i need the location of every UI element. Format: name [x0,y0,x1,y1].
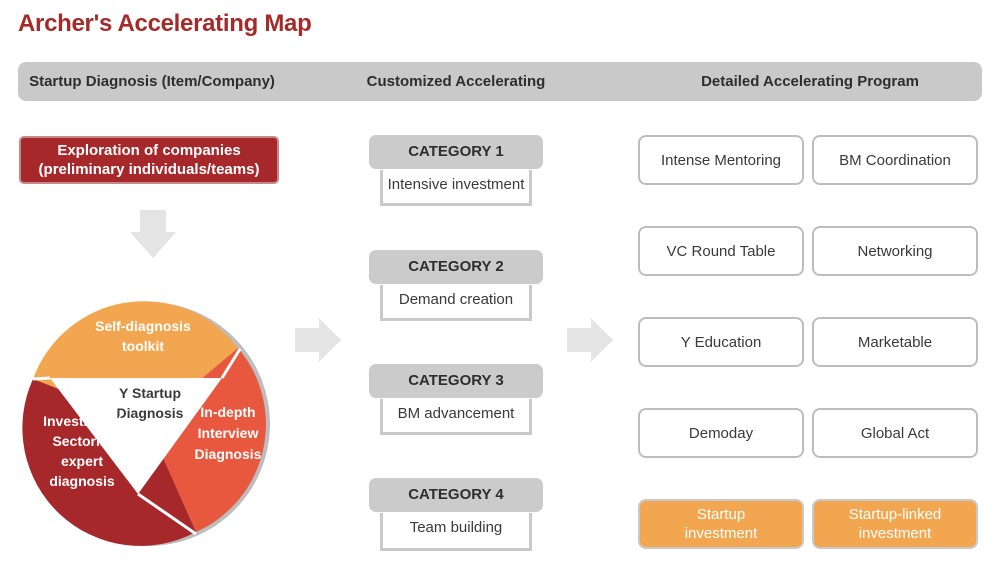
pie-center-line2: Diagnosis [117,405,184,421]
startup-investment-line1: Startup [696,506,746,523]
right-arrow-icon [567,318,613,362]
down-arrow-icon [130,210,176,258]
exploration-line2: (preliminary individuals/teams) [38,161,260,178]
right-arrow-icon [295,318,341,362]
pie-left-line4: diagnosis [49,473,115,489]
program-intense-mentoring: Intense Mentoring [638,135,804,185]
page-title: Archer's Accelerating Map [18,10,312,37]
exploration-box: Exploration of companies (preliminary in… [19,136,279,184]
pie-top-line1: Self-diagnosis [95,318,191,334]
header-bar [18,62,982,101]
pie-center-triangle [50,378,222,494]
program-vc-round-table: VC Round Table [638,226,804,276]
pie-left-line2: Sectorial [52,433,111,449]
category-3-head: CATEGORY 3 [369,364,543,398]
category-1-head: CATEGORY 1 [369,135,543,169]
pie-left-line3: expert [61,453,103,469]
program-y-education: Y Education [638,317,804,367]
pie-right-line2: Interview [198,425,259,441]
startup-investment-box: Startup investment [638,499,804,549]
header-customized-accelerating: Customized Accelerating [366,73,546,90]
exploration-line1: Exploration of companies [57,142,241,159]
program-marketable: Marketable [812,317,978,367]
pie-center-line1: Y Startup [119,385,181,401]
pie-top-line2: toolkit [122,338,164,354]
startup-linked-line2: investment [858,525,932,542]
pie-left-line1: Investment/ [43,413,121,429]
startup-linked-line1: Startup-linked [848,506,942,523]
category-2-body: Demand creation [380,285,532,321]
header-startup-diagnosis: Startup Diagnosis (Item/Company) [29,73,275,90]
category-3-body: BM advancement [380,399,532,435]
pie-segment-interview [148,348,266,532]
startup-investment-line2: investment [684,525,758,542]
pie-right-line1: In-depth [200,404,255,420]
category-1-body: Intensive investment [380,170,532,206]
startup-linked-investment-box: Startup-linked investment [812,499,978,549]
header-detailed-program: Detailed Accelerating Program [701,73,919,90]
program-demoday: Demoday [638,408,804,458]
category-4-head: CATEGORY 4 [369,478,543,512]
diagnosis-pie: Self-diagnosis toolkit Y Startup Diagnos… [22,301,270,546]
program-networking: Networking [812,226,978,276]
program-global-act: Global Act [812,408,978,458]
program-bm-coordination: BM Coordination [812,135,978,185]
category-2-head: CATEGORY 2 [369,250,543,284]
pie-right-line3: Diagnosis [195,446,262,462]
category-4-body: Team building [380,513,532,551]
